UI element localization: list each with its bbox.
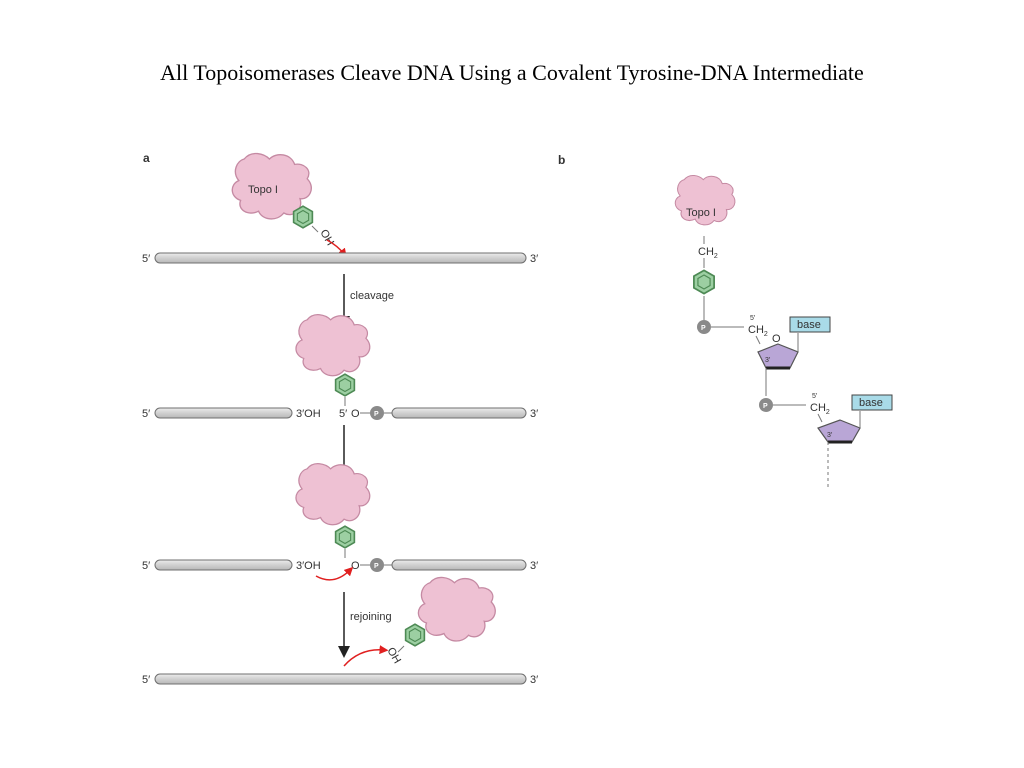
- base-box-b2: [851, 394, 893, 411]
- deoxyribose-sugar-b1: [757, 343, 799, 369]
- phosphate-letter-row3: P: [374, 563, 379, 570]
- tyrosine-ring-icon-step3: [334, 525, 356, 549]
- religation-attack-arrow: [315, 566, 354, 581]
- phosphate-icon-row3: [370, 558, 384, 572]
- panel-a-label: a: [143, 151, 150, 165]
- protein-topo-i-step1: Topo I: [231, 152, 313, 220]
- three-prime-label-row2: 3′: [530, 408, 538, 420]
- tyrosine-ring-icon-step1: [292, 205, 314, 229]
- three-prime-oh-row2: 3′OH: [296, 408, 321, 420]
- deoxyribose-sugar-b2: [817, 419, 861, 443]
- base-label-b2: base: [859, 397, 883, 409]
- sugar-oxygen-b1: O: [772, 333, 781, 345]
- oxygen-label-row3: O: [351, 560, 360, 572]
- dna-strand-row1: [154, 252, 527, 264]
- phosphate-letter-row2: P: [374, 411, 379, 418]
- phosphate-icon-b2: [759, 398, 773, 412]
- panel-b-label: b: [558, 153, 565, 167]
- phosphate-letter-b1: P: [701, 325, 706, 332]
- five-prime-label-row2: 5′: [142, 408, 150, 420]
- step-rejoining-label: rejoining: [350, 611, 392, 623]
- five-prime-end-row2: 5′: [339, 408, 347, 420]
- three-prime-oh-row3: 3′OH: [296, 560, 321, 572]
- c3-label-b1: 3′: [765, 357, 771, 364]
- oxygen-label-row2: O: [351, 408, 360, 420]
- tyrosine-ring-icon-b: [693, 269, 715, 295]
- enzyme-label-step1: Topo I: [248, 184, 278, 196]
- slide-title: All Topoisomerases Cleave DNA Using a Co…: [160, 60, 864, 85]
- three-prime-label-row1: 3′: [530, 253, 538, 265]
- base-label-b1: base: [797, 319, 821, 331]
- hydroxyl-label-step1: OH: [317, 228, 336, 248]
- five-prime-label-row3: 5′: [142, 560, 150, 572]
- step-cleavage-label: cleavage: [350, 290, 394, 302]
- tyrosine-ring-icon-step2: [334, 373, 356, 397]
- five-prime-label-row4: 5′: [142, 674, 150, 686]
- dna-strand-upstream-row2: [154, 407, 293, 419]
- phosphate-icon-row2: [370, 406, 384, 420]
- dna-strand-downstream-row2: [391, 407, 527, 419]
- hydroxyl-label-step4: OH: [384, 646, 403, 666]
- release-arrow: [343, 645, 389, 667]
- sugar-ch2-b2: CH2: [810, 402, 830, 416]
- phosphate-icon-b1: [697, 320, 711, 334]
- dna-strand-downstream-row3: [391, 559, 527, 571]
- dna-strand-upstream-row3: [154, 559, 293, 571]
- base-box-b1: [789, 316, 831, 333]
- tyrosine-ring-icon-step4: [404, 623, 426, 647]
- phosphate-letter-b2: P: [763, 403, 768, 410]
- sugar-ch2-b1: CH2: [748, 324, 768, 338]
- five-prime-label-row1: 5′: [142, 253, 150, 265]
- three-prime-label-row4: 3′: [530, 674, 538, 686]
- c5-label-b2: 5′: [812, 393, 818, 400]
- c5-label-b1: 5′: [750, 315, 756, 322]
- dna-strand-row4: [154, 673, 527, 685]
- c3-label-b2: 3′: [827, 432, 833, 439]
- three-prime-label-row3: 3′: [530, 560, 538, 572]
- enzyme-label-b: Topo I: [686, 207, 716, 219]
- protein-topo-i-step2: [295, 313, 371, 377]
- ch2-label-b: CH2: [698, 246, 718, 260]
- protein-topo-i-step3: [295, 462, 371, 526]
- protein-topo-i-step4: [417, 576, 496, 642]
